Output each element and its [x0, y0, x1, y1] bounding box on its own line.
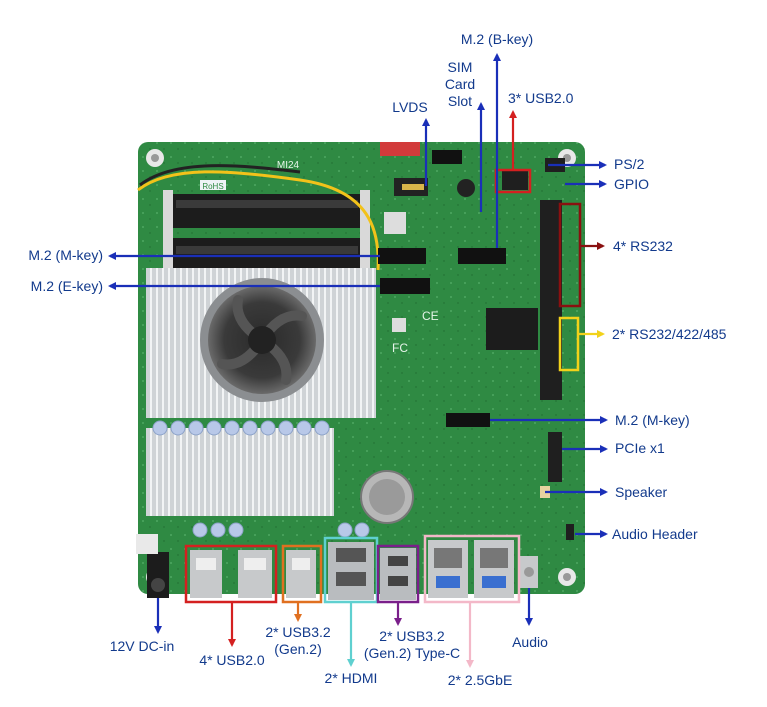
label-usb20-top: 3* USB2.0 — [508, 90, 574, 106]
gbe-box — [423, 534, 521, 604]
label-usb20-bottom: 4* USB2.0 — [199, 652, 265, 668]
sim-slot — [432, 150, 462, 164]
label-sim-slot: SIM Card Slot — [444, 59, 476, 109]
label-rs232: 4* RS232 — [613, 238, 673, 254]
buzzer — [457, 179, 475, 197]
capacitor-row — [152, 420, 370, 538]
io-ports — [136, 534, 538, 600]
usb32-box — [281, 544, 323, 604]
rs485-box — [558, 316, 580, 372]
m2-slots — [378, 248, 538, 427]
red-header — [380, 142, 420, 156]
label-usb32: 2* USB3.2 (Gen.2) — [265, 624, 331, 657]
label-gbe: 2* 2.5GbE — [447, 672, 513, 688]
label-dcin: 12V DC-in — [109, 638, 175, 654]
label-hdmi: 2* HDMI — [324, 670, 378, 686]
small-module — [384, 212, 406, 234]
label-speaker: Speaker — [615, 484, 668, 500]
label-audio-header: Audio Header — [612, 526, 698, 542]
model-text: MI24 — [277, 160, 300, 171]
right-headers — [540, 200, 562, 400]
label-lvds: LVDS — [392, 99, 428, 115]
label-audio: Audio — [512, 634, 548, 650]
label-rs232-422-485: 2* RS232/422/485 — [612, 326, 727, 342]
label-m2-bkey: M.2 (B-key) — [460, 31, 534, 47]
label-m2-mkey-right: M.2 (M-key) — [615, 412, 690, 428]
heatsink — [146, 268, 376, 516]
label-pcie: PCIe x1 — [615, 440, 665, 456]
rohs-sticker — [200, 180, 226, 190]
ce-mark: CE — [422, 309, 439, 323]
label-ps2: PS/2 — [614, 156, 645, 172]
rohs-text: RoHS — [202, 182, 223, 191]
label-usb32-typec: 2* USB3.2 (Gen.2) Type-C — [363, 628, 461, 661]
label-gpio: GPIO — [614, 176, 650, 192]
rs232-box — [558, 202, 582, 308]
label-m2-mkey-left: M.2 (M-key) — [28, 247, 103, 263]
label-m2-ekey: M.2 (E-key) — [30, 278, 103, 294]
fcc-mark: FC — [392, 341, 408, 355]
